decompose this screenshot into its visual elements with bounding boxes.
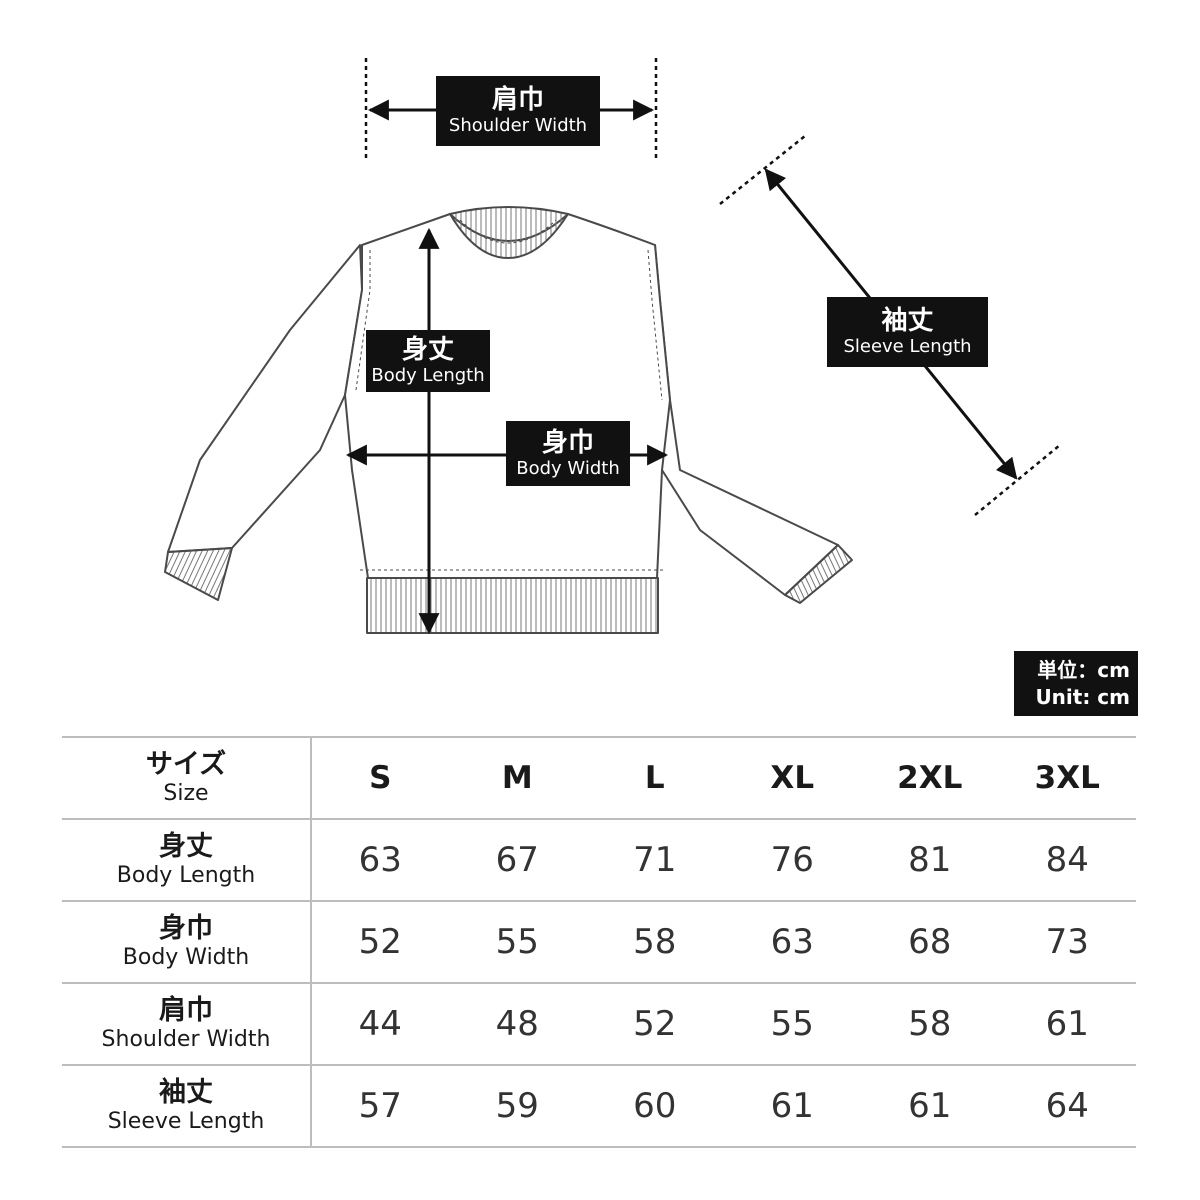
table-cell: 44 <box>311 982 449 1066</box>
table-cell: 58 <box>861 982 999 1066</box>
left-sleeve <box>167 244 363 553</box>
table-cell: 52 <box>311 900 449 984</box>
size-header-en: Size <box>163 781 209 806</box>
sweatshirt-diagram <box>164 58 1061 635</box>
size-col-header: 2XL <box>861 736 999 820</box>
table-cell: 55 <box>723 982 861 1066</box>
unit-en: Unit: cm <box>1035 684 1130 709</box>
label-body-width-ja: 身巾 <box>541 427 594 458</box>
size-col-header: M <box>448 736 586 820</box>
table-cell: 81 <box>861 818 999 902</box>
table-cell: 55 <box>448 900 586 984</box>
collar-rib <box>449 206 569 259</box>
sweatshirt-outline <box>164 206 853 634</box>
table-cell: 67 <box>448 818 586 902</box>
row-header-shoulder-width: 肩巾 Shoulder Width <box>62 982 312 1066</box>
unit-ja: 単位：cm <box>1037 657 1130 682</box>
label-body-width: 身巾 Body Width <box>506 421 630 486</box>
row-header-en: Body Length <box>116 863 256 888</box>
table-cell: 68 <box>861 900 999 984</box>
label-shoulder-width: 肩巾 Shoulder Width <box>436 76 600 146</box>
size-col-header: L <box>586 736 724 820</box>
label-body-length-en: Body Length <box>371 365 485 386</box>
size-col-header: S <box>311 736 449 820</box>
table-row: 袖丈 Sleeve Length 57 59 60 61 61 64 <box>62 1064 1136 1148</box>
label-sleeve-length-en: Sleeve Length <box>843 336 972 357</box>
table-cell: 76 <box>723 818 861 902</box>
table-row: 身丈 Body Length 63 67 71 76 81 84 <box>62 818 1136 902</box>
table-cell: 71 <box>586 818 724 902</box>
table-cell: 48 <box>448 982 586 1066</box>
row-header-body-width: 身巾 Body Width <box>62 900 312 984</box>
size-table: サイズ Size S M L XL 2XL 3XL 身丈 Body Length… <box>62 736 1136 1148</box>
table-cell: 58 <box>586 900 724 984</box>
size-header-ja: サイズ <box>145 749 227 780</box>
row-header-ja: 身巾 <box>159 913 213 944</box>
table-header-row: サイズ Size S M L XL 2XL 3XL <box>62 736 1136 820</box>
right-sleeve <box>654 244 839 596</box>
label-sleeve-length-ja: 袖丈 <box>881 306 934 336</box>
label-shoulder-width-en: Shoulder Width <box>448 115 588 136</box>
table-cell: 61 <box>998 982 1136 1066</box>
table-cell: 60 <box>586 1064 724 1148</box>
row-header-ja: 袖丈 <box>159 1077 213 1108</box>
hem-rib <box>366 577 659 634</box>
row-header-ja: 身丈 <box>159 831 213 862</box>
table-cell: 63 <box>311 818 449 902</box>
table-cell: 52 <box>586 982 724 1066</box>
table-cell: 59 <box>448 1064 586 1148</box>
table-cell: 64 <box>998 1064 1136 1148</box>
unit-badge: 単位：cm Unit: cm <box>1014 651 1138 716</box>
table-cell: 61 <box>723 1064 861 1148</box>
size-col-header: 3XL <box>998 736 1136 820</box>
row-header-body-length: 身丈 Body Length <box>62 818 312 902</box>
row-header-sleeve-length: 袖丈 Sleeve Length <box>62 1064 312 1148</box>
row-header-ja: 肩巾 <box>159 995 213 1026</box>
size-header-cell: サイズ Size <box>62 736 312 820</box>
row-header-en: Shoulder Width <box>101 1027 271 1052</box>
label-body-length: 身丈 Body Length <box>366 330 490 392</box>
row-header-en: Body Width <box>122 945 250 970</box>
label-body-length-ja: 身丈 <box>401 335 454 365</box>
label-body-width-en: Body Width <box>516 457 620 479</box>
table-cell: 57 <box>311 1064 449 1148</box>
table-row: 身巾 Body Width 52 55 58 63 68 73 <box>62 900 1136 984</box>
row-header-en: Sleeve Length <box>107 1109 265 1134</box>
torso <box>344 213 671 579</box>
size-col-header: XL <box>723 736 861 820</box>
left-cuff <box>164 547 233 601</box>
label-sleeve-length: 袖丈 Sleeve Length <box>827 297 988 367</box>
table-cell: 84 <box>998 818 1136 902</box>
table-cell: 73 <box>998 900 1136 984</box>
label-shoulder-width-ja: 肩巾 <box>491 85 544 115</box>
table-row: 肩巾 Shoulder Width 44 48 52 55 58 61 <box>62 982 1136 1066</box>
right-cuff <box>784 544 853 604</box>
table-cell: 61 <box>861 1064 999 1148</box>
table-cell: 63 <box>723 900 861 984</box>
